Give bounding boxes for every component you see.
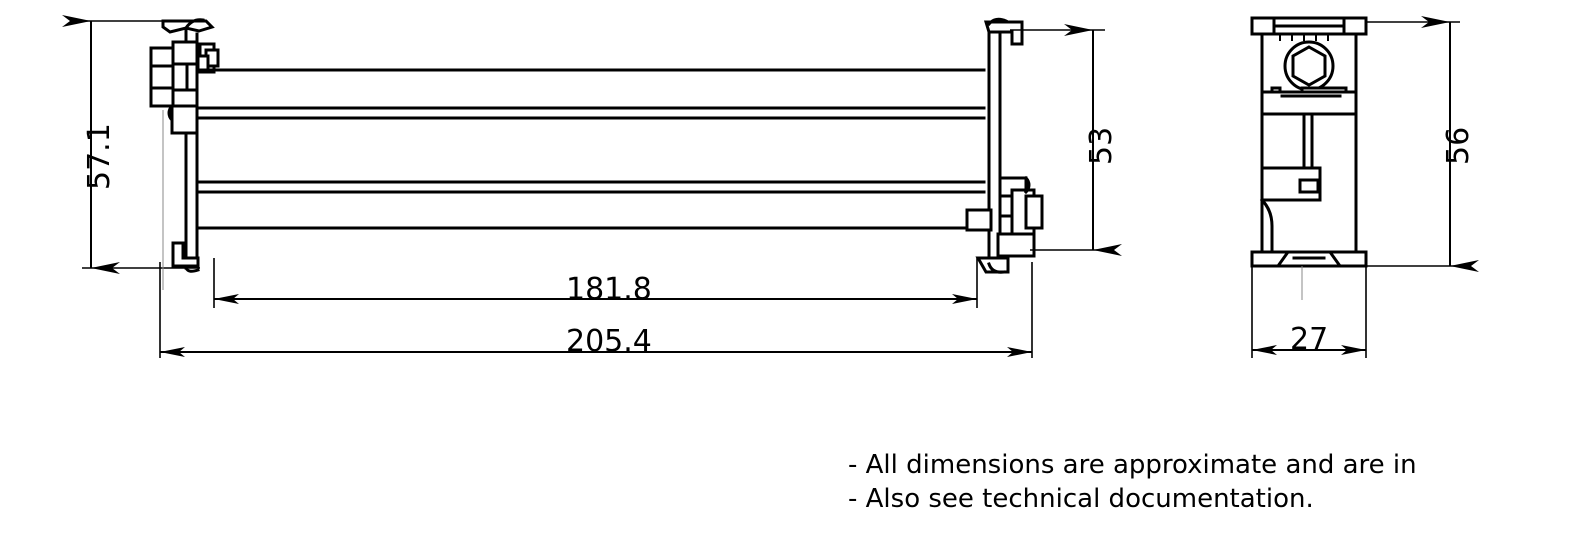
dimension-label-57-1: 57.1 [82,123,117,190]
dimension-lines [62,15,1479,358]
note-line-dimensions: - All dimensions are approximate and are… [848,450,1417,480]
dimension-label-53: 53 [1084,126,1119,165]
note-line-documentation: - Also see technical documentation. [848,484,1314,514]
front-view-geometry [149,16,1368,274]
dimension-label-205-4: 205.4 [566,324,652,359]
drawing-notes: - All dimensions are approximate and are… [848,448,1589,516]
dimension-label-27: 27 [1290,322,1329,357]
dimension-label-56: 56 [1441,126,1476,165]
dimension-label-181-8: 181.8 [566,272,652,307]
reference-lines [162,110,1303,300]
